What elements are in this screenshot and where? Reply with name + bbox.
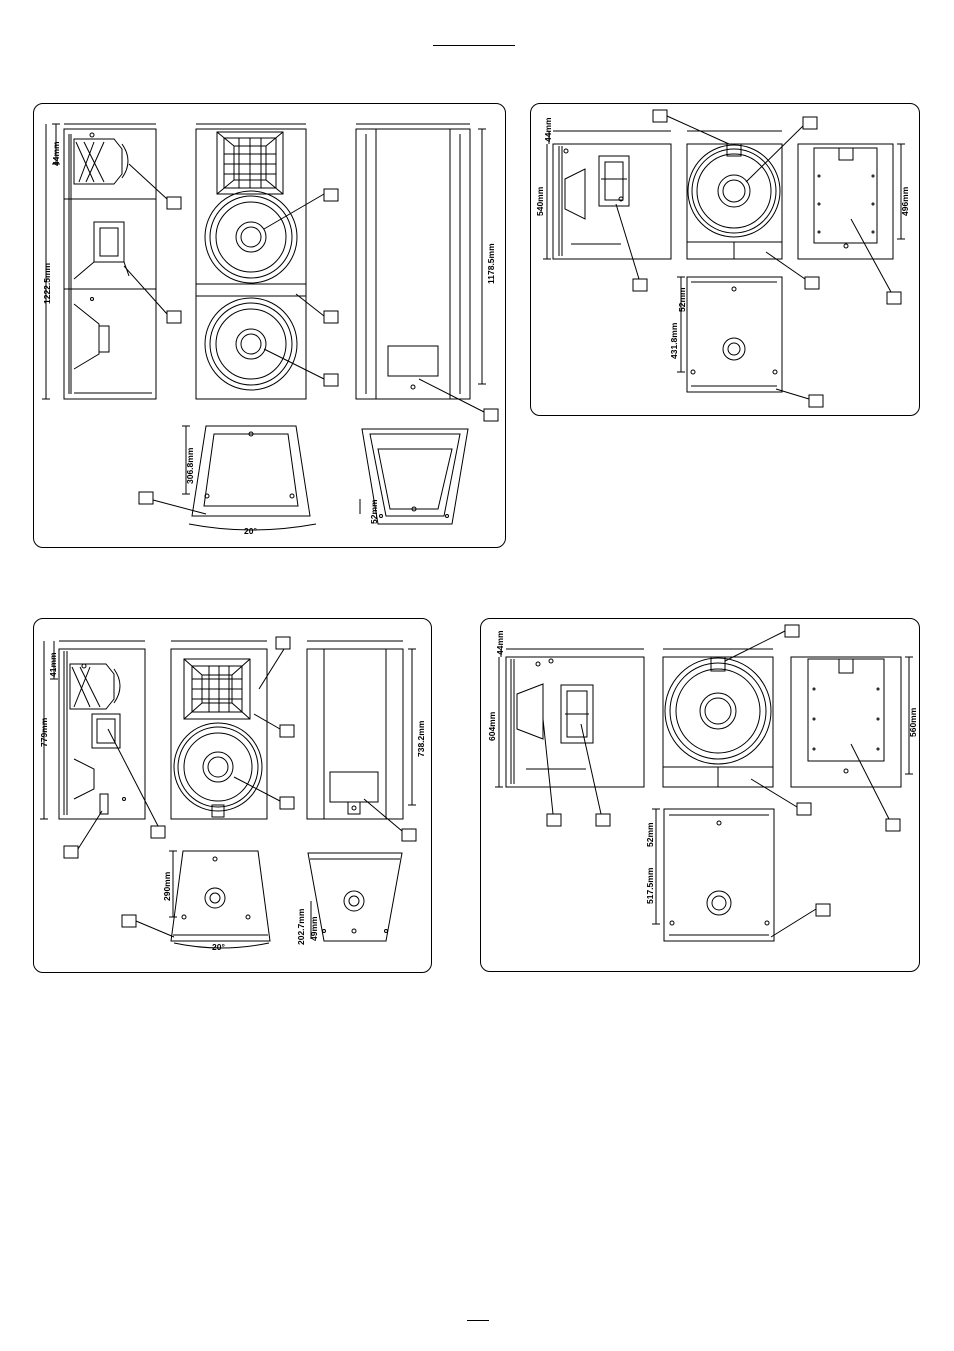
dim-bottom-depth: 431.8mm [669,322,679,359]
rear-view [355,123,471,400]
panel-three-way-cabinet: 44mm 1222.5mm 1178.5mm 306.8mm 20° 52mm [33,103,506,548]
front-view [662,648,774,788]
panel1-drawing: 44mm 1222.5mm 1178.5mm 306.8mm 20° 52mm [42,123,499,536]
side-view [552,130,672,260]
dimension-lines [543,131,905,373]
front-view [170,640,268,820]
top-view [170,850,271,949]
dim-bottom-offset: 52mm [677,287,687,312]
top-view [188,425,317,531]
dim-top-offset: 44mm [543,117,553,142]
dim-top-offset: 44mm [495,630,505,655]
callouts [542,624,901,938]
rear-view [797,143,894,260]
dim-bottom-a: 202.7mm [296,908,306,945]
panel4-drawing: 44mm 604mm 560mm 52mm 517.5mm [487,624,918,942]
dim-rear-height: 496mm [900,186,910,216]
footer-rule [467,1320,489,1321]
rear-view [790,656,902,788]
dimension-lines [495,649,913,925]
dim-top-depth: 290mm [162,871,172,901]
dim-rear-height: 738.2mm [416,720,426,757]
dim-side-height: 540mm [535,186,545,216]
dim-side-height: 779mm [39,717,49,747]
side-view [505,648,645,788]
dim-bottom-depth: 517.5mm [645,867,655,904]
rear-view [306,640,404,820]
dim-angle: 20° [244,526,257,536]
panel-two-way-cabinet: 41mm 779mm 738.2mm 290mm 20° 202.7mm 49m… [33,618,432,973]
panel3-drawing: 41mm 779mm 738.2mm 290mm 20° 202.7mm 49m… [39,636,426,952]
dim-bottom-offset: 52mm [369,499,379,524]
side-view [63,123,157,400]
panel2-drawing: 44mm 540mm 496mm 52mm 431.8mm [535,109,910,408]
front-view [195,123,307,400]
callouts [615,109,902,408]
dim-rear-height: 560mm [908,707,918,737]
dim-bottom-offset: 52mm [645,822,655,847]
dim-angle: 20° [212,942,225,952]
bottom-view [663,808,775,942]
header-rule [433,45,515,46]
dim-top-offset: 44mm [51,141,61,166]
side-view [58,640,146,820]
panel-subwoofer-small: 44mm 540mm 496mm 52mm 431.8mm [530,103,920,416]
dim-rear-height: 1178.5mm [486,243,496,284]
callouts [123,163,499,515]
front-view [686,130,783,260]
dimension-lines [42,123,486,514]
bottom-view [361,428,469,525]
bottom-view [686,276,783,393]
dim-side-height: 1222.5mm [42,262,52,304]
callouts [63,636,417,938]
dim-top-depth: 306.8mm [185,447,195,484]
panel-subwoofer-large: 44mm 604mm 560mm 52mm 517.5mm [480,618,920,972]
dim-top-offset: 41mm [48,652,58,677]
dim-side-height: 604mm [487,711,497,741]
dim-bottom-b: 49mm [309,916,319,941]
bottom-view [307,852,403,942]
dimension-lines [40,641,416,939]
